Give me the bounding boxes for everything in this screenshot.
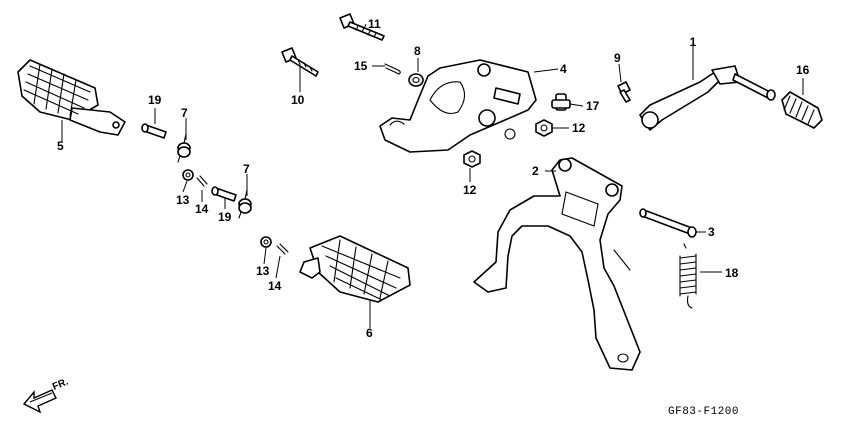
diagram-code: GF83-F1200 — [668, 406, 739, 418]
label-part-19-upper: 19 — [148, 93, 162, 107]
part-labels: 1 2 3 4 5 6 7 7 8 9 10 11 12 12 13 13 14… — [57, 17, 810, 340]
washer-lower — [260, 236, 272, 248]
label-part-4: 4 — [560, 62, 567, 76]
front-label: FR. — [51, 376, 70, 392]
bolt-10 — [281, 47, 319, 77]
label-part-18: 18 — [725, 266, 739, 280]
footpeg-right — [299, 235, 411, 303]
label-part-10: 10 — [291, 93, 305, 107]
pin-lower — [211, 186, 237, 202]
label-part-14-lower: 14 — [268, 279, 282, 293]
bolt-11 — [339, 13, 385, 41]
label-part-8: 8 — [414, 44, 421, 58]
label-part-14-upper: 14 — [195, 202, 209, 216]
label-part-2: 2 — [532, 164, 539, 178]
label-part-1: 1 — [690, 35, 697, 49]
nut-upper — [535, 119, 553, 137]
label-part-12-upper: 12 — [572, 121, 586, 135]
label-part-13-lower: 13 — [256, 264, 270, 278]
leader-lines — [61, 23, 804, 328]
nut-lower — [463, 150, 481, 168]
pedal-rubber — [781, 91, 823, 129]
label-part-5: 5 — [57, 139, 64, 153]
pivot-shaft — [639, 208, 697, 238]
label-part-17: 17 — [586, 99, 600, 113]
spring-upper — [177, 133, 191, 163]
spring-lower — [238, 189, 252, 219]
cotter-pin-upper — [196, 175, 208, 187]
kick-arm — [639, 65, 776, 131]
front-direction-indicator: FR. — [22, 376, 70, 414]
stand-spring — [679, 243, 697, 309]
footpeg-left-rear — [17, 59, 126, 136]
label-part-16: 16 — [796, 63, 810, 77]
label-part-9: 9 — [614, 51, 621, 65]
label-part-7-upper: 7 — [181, 106, 188, 120]
label-part-13-upper: 13 — [176, 193, 190, 207]
label-part-6: 6 — [366, 326, 373, 340]
label-part-11: 11 — [368, 17, 381, 31]
label-part-15: 15 — [354, 59, 368, 73]
stopper-rubber — [551, 93, 571, 111]
cotter-pin-15 — [384, 63, 401, 75]
pin-upper — [141, 123, 167, 139]
label-part-19-lower: 19 — [218, 210, 232, 224]
cotter-pin-lower — [276, 243, 289, 255]
front-arrow-icon — [22, 389, 57, 414]
washer-upper — [182, 169, 194, 181]
bolt-9 — [617, 81, 631, 103]
washer-8 — [408, 73, 424, 87]
label-part-7-lower: 7 — [243, 162, 250, 176]
label-part-12-lower: 12 — [463, 183, 477, 197]
stand-bracket — [379, 59, 537, 153]
main-stand — [473, 157, 641, 371]
label-part-3: 3 — [708, 225, 715, 239]
